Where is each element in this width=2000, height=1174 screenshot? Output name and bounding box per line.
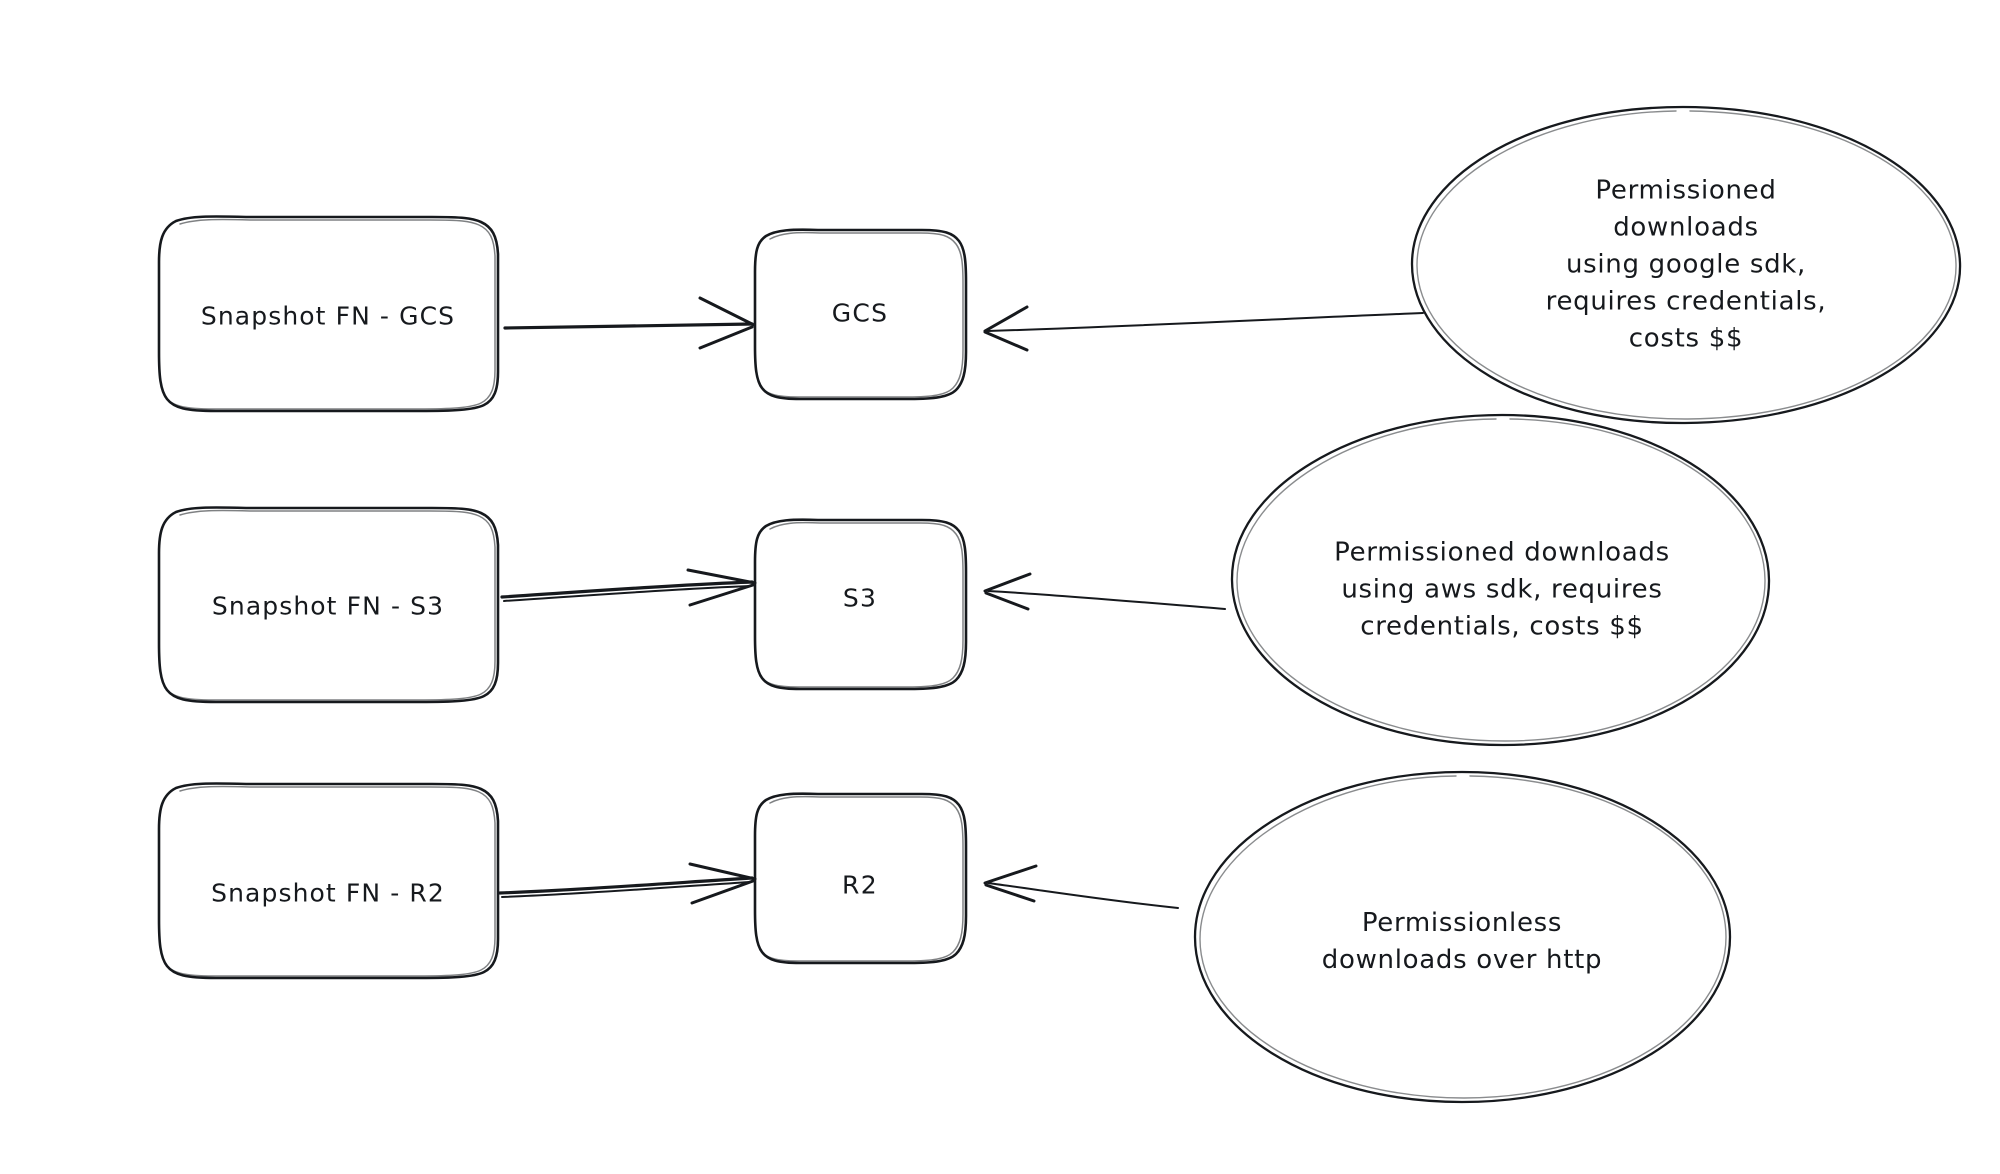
note-ellipse-r2-shape[interactable] (1193, 770, 1732, 1104)
source-box-gcs-shape[interactable] (157, 215, 500, 413)
store-box-s3-shape[interactable] (753, 518, 968, 691)
source-box-s3-shape[interactable] (157, 506, 500, 704)
note-ellipse-gcs-shape[interactable] (1410, 105, 1962, 425)
arrow-s3-write (500, 568, 757, 607)
arrow-s3-note (983, 572, 1226, 611)
arrow-gcs-note (983, 305, 1424, 352)
source-box-r2-shape[interactable] (157, 782, 500, 980)
arrow-gcs-write (503, 296, 756, 350)
note-ellipse-s3-shape[interactable] (1230, 413, 1771, 747)
arrow-r2-write (498, 862, 757, 905)
store-box-gcs-shape[interactable] (753, 228, 968, 401)
store-box-r2-shape[interactable] (753, 792, 968, 965)
arrow-r2-note (983, 864, 1179, 909)
